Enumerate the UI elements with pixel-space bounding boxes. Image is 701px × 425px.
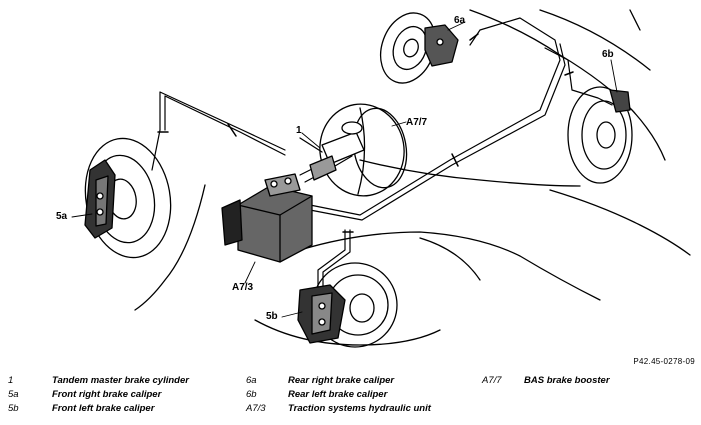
leader-lines <box>71 21 618 318</box>
rear-left-brake-caliper <box>567 86 633 184</box>
front-left-brake-caliper <box>297 262 398 348</box>
callout-5a: 5a <box>56 211 68 222</box>
brake-system-diagram <box>71 9 691 348</box>
vehicle-body-outline <box>134 9 691 346</box>
rear-right-brake-caliper <box>379 12 459 84</box>
line-clips <box>157 33 574 233</box>
tandem-master-brake-cylinder <box>299 121 365 181</box>
callout-1: 1 <box>296 125 302 136</box>
legend-code: 6a <box>246 375 257 386</box>
legend-text: BAS brake booster <box>524 375 610 386</box>
legend-text: Front right brake caliper <box>52 389 162 400</box>
legend-code: A7/3 <box>246 403 266 414</box>
callout-6b: 6b <box>602 49 614 60</box>
legend-code: 6b <box>246 389 257 400</box>
legend-code: 1 <box>8 375 14 386</box>
callout-a7-3: A7/3 <box>232 282 254 293</box>
legend-code: A7/7 <box>482 375 502 386</box>
legend-text: Tandem master brake cylinder <box>52 375 189 386</box>
legend-text: Rear left brake caliper <box>288 389 388 400</box>
legend-code: 5b <box>8 403 19 414</box>
legend: 1 Tandem master brake cylinder 5a Front … <box>0 374 701 422</box>
legend-text: Rear right brake caliper <box>288 375 395 386</box>
callout-5b: 5b <box>266 311 278 322</box>
legend-text: Front left brake caliper <box>52 403 155 414</box>
legend-code: 5a <box>8 389 19 400</box>
traction-hydraulic-unit <box>221 173 313 263</box>
front-right-brake-caliper <box>84 137 172 259</box>
figure-reference-code: P42.45-0278-09 <box>633 357 695 366</box>
legend-text: Traction systems hydraulic unit <box>288 403 431 414</box>
callout-6a: 6a <box>454 15 466 26</box>
brake-lines <box>151 17 613 296</box>
callout-a7-7: A7/7 <box>406 117 428 128</box>
